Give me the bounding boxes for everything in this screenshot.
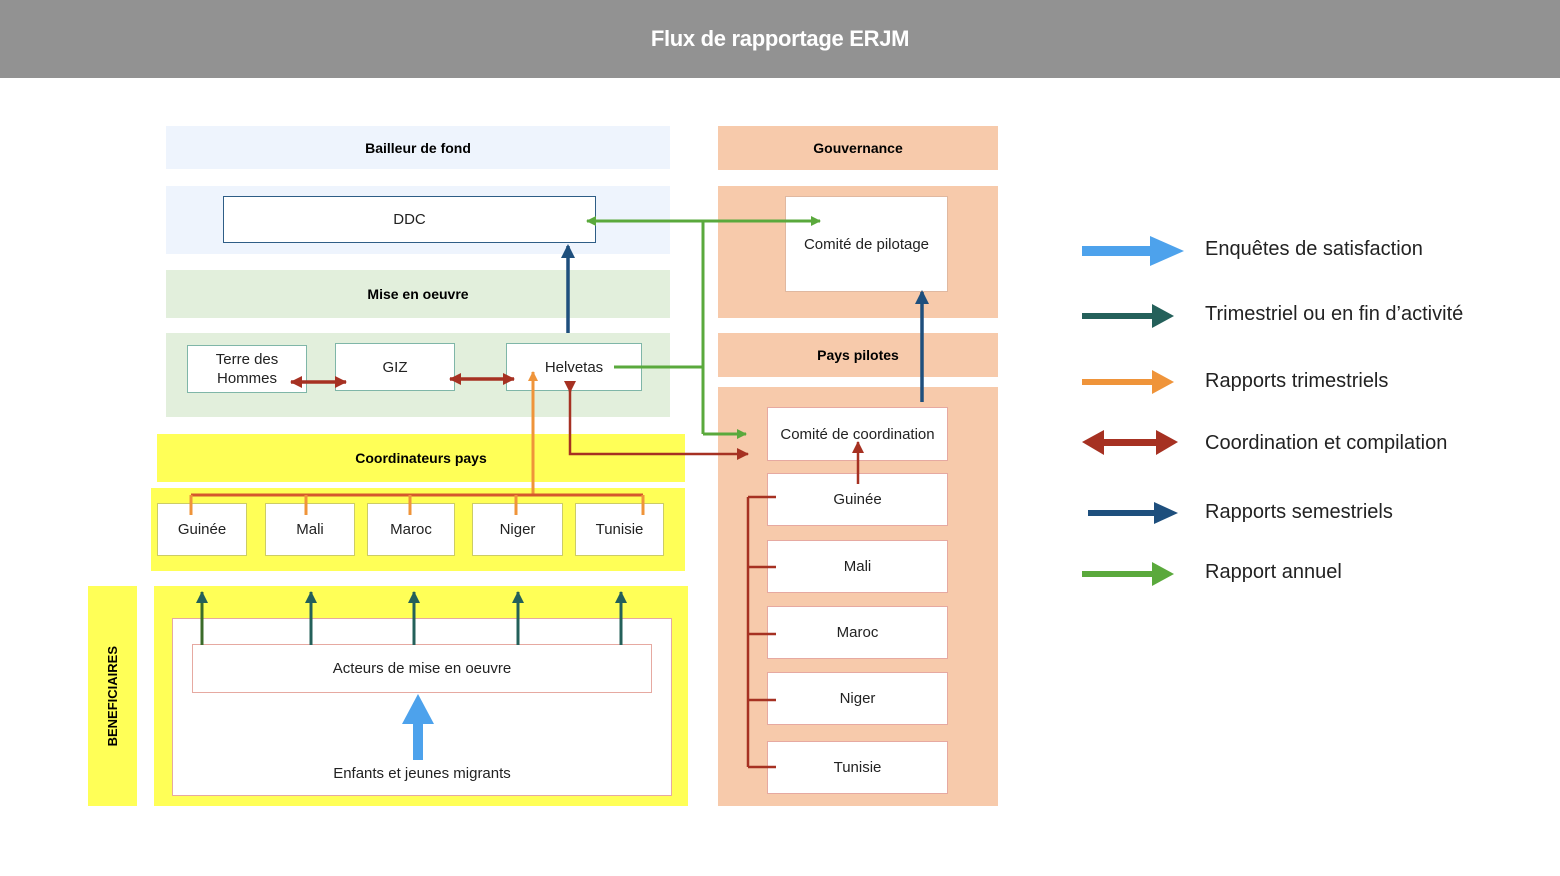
title-bar: Flux de rapportage ERJM xyxy=(0,0,1560,78)
section-mise-en-oeuvre: Mise en oeuvre xyxy=(166,270,670,318)
section-bailleur: Bailleur de fond xyxy=(166,126,670,169)
double-arrow-icon xyxy=(1082,430,1178,455)
section-coordinateurs: Coordinateurs pays xyxy=(157,434,685,482)
legend-label-rapports-trimestriels: Rapports trimestriels xyxy=(1205,370,1389,392)
pilot-country-maroc: Maroc xyxy=(767,606,948,659)
node-acteurs: Acteurs de mise en oeuvre xyxy=(192,644,652,693)
coordination-arrows xyxy=(290,373,515,388)
arrow-icon xyxy=(1082,370,1174,394)
arrow-icon xyxy=(1088,502,1178,524)
legend-label-semestriels: Rapports semestriels xyxy=(1205,501,1393,523)
semestrial-report-arrows xyxy=(561,244,929,402)
pilot-country-tunisie: Tunisie xyxy=(767,741,948,794)
arrow-icon xyxy=(1082,304,1174,328)
legend-label-annuel: Rapport annuel xyxy=(1205,561,1342,583)
arrow-icon xyxy=(1082,562,1174,586)
node-enfants: Enfants et jeunes migrants xyxy=(333,764,511,782)
quarterly-report-arrows xyxy=(189,371,645,515)
node-ddc: DDC xyxy=(223,196,596,243)
pilot-country-niger: Niger xyxy=(767,672,948,725)
legend-label-trimestriel-fin: Trimestriel ou en fin d’activité xyxy=(1205,303,1464,325)
node-terre-des-hommes: Terre des Hommes xyxy=(187,345,307,393)
page-title: Flux de rapportage ERJM xyxy=(650,26,910,51)
legend-label-satisfaction: Enquêtes de satisfaction xyxy=(1205,238,1423,260)
node-comite-pilotage: Comité de pilotage xyxy=(785,196,948,292)
legend-icons xyxy=(1082,236,1184,586)
section-gouvernance: Gouvernance xyxy=(718,126,998,170)
section-pays-pilotes: Pays pilotes xyxy=(718,333,998,377)
fat-arrow-icon xyxy=(1082,236,1184,266)
annual-report-arrows xyxy=(586,216,821,439)
coord-country-mali: Mali xyxy=(265,503,355,556)
node-giz: GIZ xyxy=(335,343,455,391)
coord-country-guinee: Guinée xyxy=(157,503,247,556)
legend-label-coordination: Coordination et compilation xyxy=(1205,432,1448,454)
coord-country-tunisie: Tunisie xyxy=(575,503,664,556)
compilation-lines xyxy=(564,381,864,769)
satisfaction-arrow xyxy=(402,694,434,760)
end-of-activity-arrows xyxy=(196,591,627,645)
pilot-country-mali: Mali xyxy=(767,540,948,593)
section-beneficiaires: BENEFICIAIRES xyxy=(88,586,137,806)
